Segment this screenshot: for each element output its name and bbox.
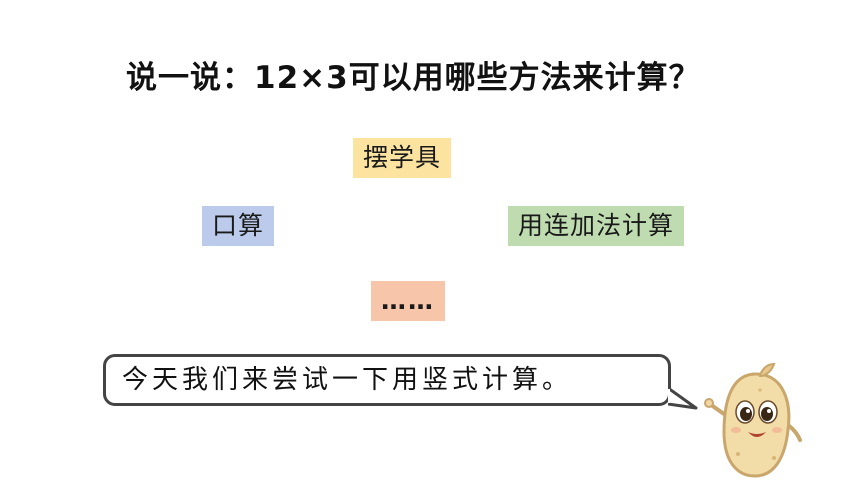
method-tag-mental-arithmetic: 口算 xyxy=(202,206,275,246)
method-tag-more: …… xyxy=(371,281,445,321)
potato-mascot-icon xyxy=(704,362,802,478)
speech-bubble-tail xyxy=(668,386,698,410)
method-tag-repeated-addition: 用连加法计算 xyxy=(508,206,685,246)
speech-bubble-text: 今天我们来尝试一下用竖式计算。 xyxy=(122,365,573,395)
speech-bubble: 今天我们来尝试一下用竖式计算。 xyxy=(103,354,671,406)
question-title: 说一说：12×3可以用哪些方法来计算？ xyxy=(126,60,701,96)
method-tag-manipulatives: 摆学具 xyxy=(353,138,452,178)
